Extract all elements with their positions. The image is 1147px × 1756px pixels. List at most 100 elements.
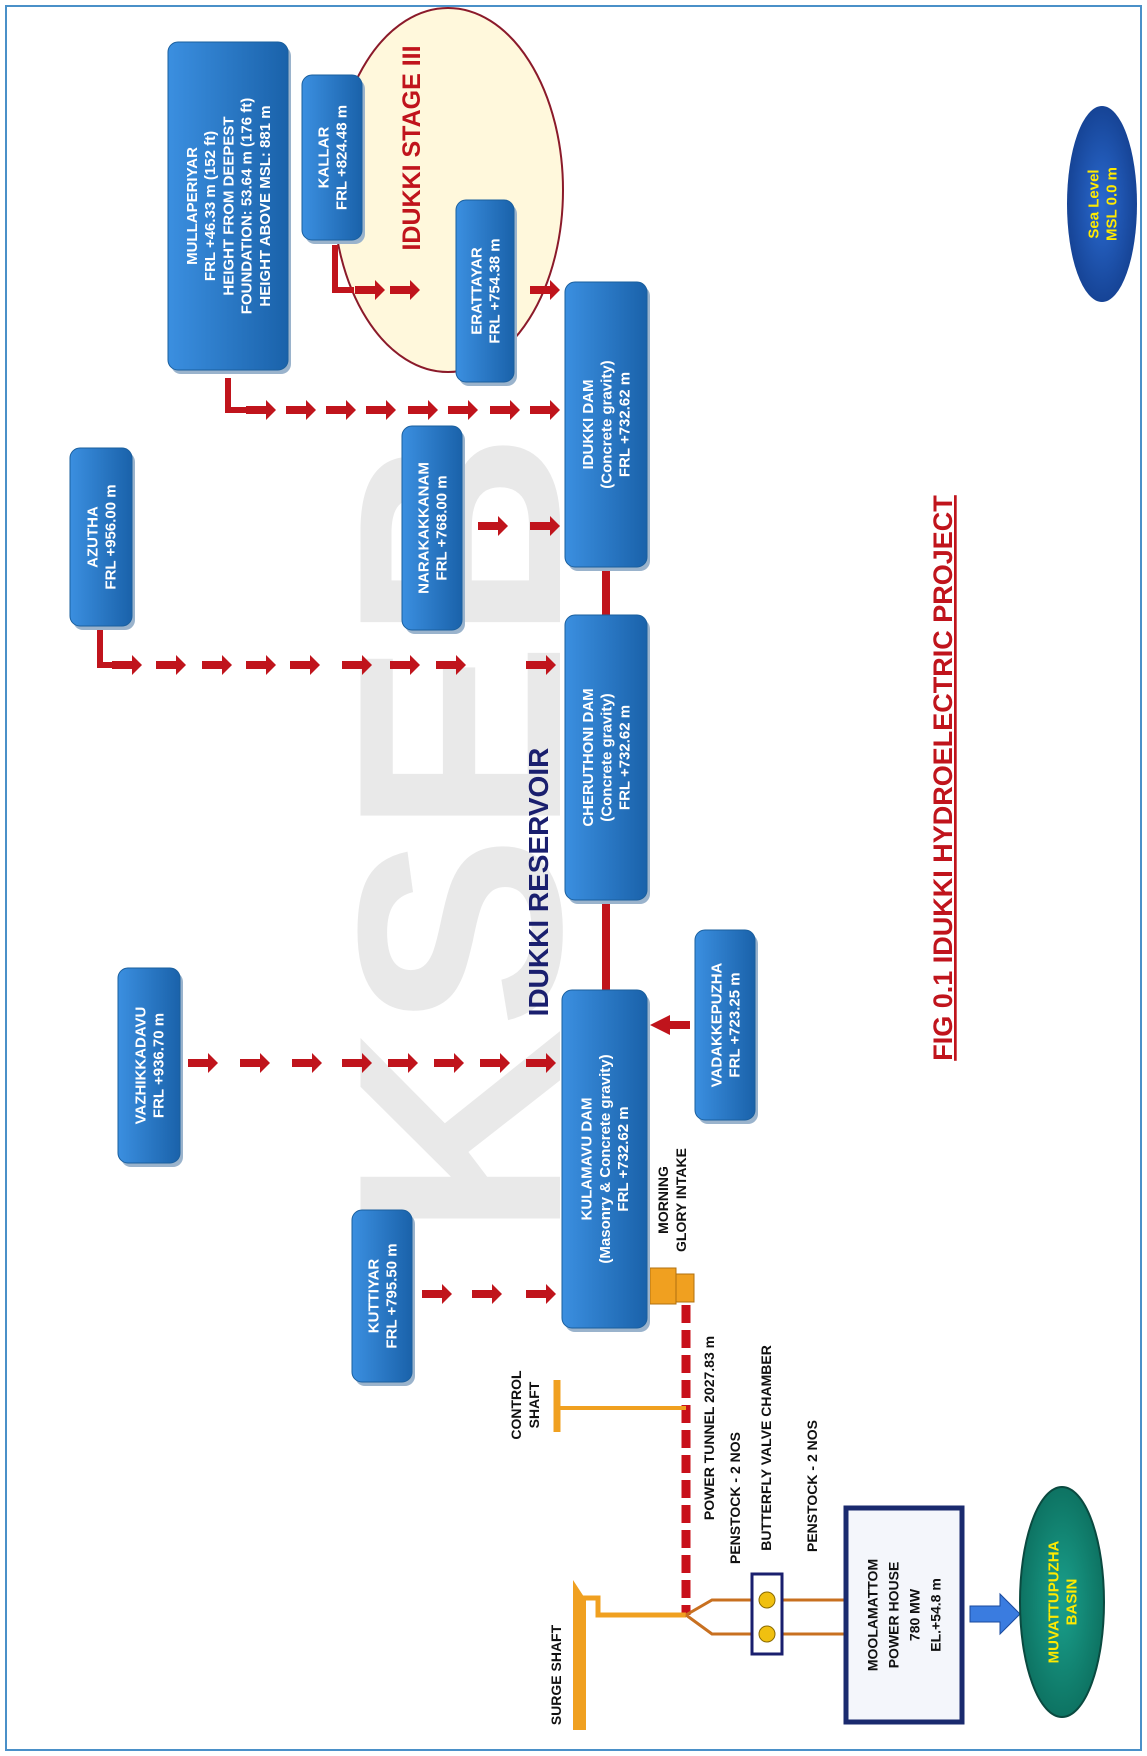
mullaperiyar-flow-arrow bbox=[286, 400, 316, 420]
narakakkanam-flow-arrow bbox=[530, 516, 560, 536]
azutha-flow-arrow bbox=[246, 655, 276, 675]
vazhikkadavu-flow-arrow bbox=[292, 1053, 322, 1073]
kulamavu_dam-label: KULAMAVU DAM(Masonry & Concrete gravity)… bbox=[579, 1054, 633, 1263]
kuttiyar-flow-arrow bbox=[472, 1284, 502, 1304]
power-tunnel-label: POWER TUNNEL 2027.83 m bbox=[701, 1336, 717, 1520]
penstock-2-label: PENSTOCK - 2 NOS bbox=[804, 1420, 820, 1552]
control-shaft-label-line: CONTROL bbox=[508, 1370, 524, 1440]
azutha-connector bbox=[97, 630, 103, 668]
mullaperiyar-label-line: HEIGHT ABOVE MSL: 881 m bbox=[257, 105, 274, 306]
vazhikkadavu-box bbox=[117, 967, 181, 1164]
vazhikkadavu-flow-arrow bbox=[188, 1053, 218, 1073]
azutha-flow-arrow bbox=[390, 655, 420, 675]
morning-glory-intake-neck bbox=[675, 1273, 695, 1303]
azutha-box bbox=[69, 447, 133, 627]
penstock-1-label-line: PENSTOCK - 2 NOS bbox=[727, 1432, 743, 1564]
sea-level-badge bbox=[1067, 106, 1137, 302]
scheme-structures bbox=[553, 1267, 1021, 1730]
penstock-1-label: PENSTOCK - 2 NOS bbox=[727, 1432, 743, 1564]
kallar-box bbox=[301, 74, 363, 241]
morning-glory-intake bbox=[649, 1267, 677, 1305]
power-house-label-line: 780 MW bbox=[907, 1588, 923, 1641]
vazhikkadavu-flow-arrow bbox=[480, 1053, 510, 1073]
idukki_dam-label-line: FRL +732.62 m bbox=[617, 372, 634, 477]
kuttiyar-flow-arrow bbox=[526, 1284, 556, 1304]
mullaperiyar-flow-arrow bbox=[490, 400, 520, 420]
surge-shaft-body bbox=[573, 1580, 586, 1730]
power-house-box bbox=[843, 1505, 965, 1725]
vazhikkadavu-label-line: VAZHIKKADAVU bbox=[132, 1007, 149, 1125]
kuttiyar-flow-arrow bbox=[422, 1284, 452, 1304]
vadakkepuzha-label-line: FRL +723.25 m bbox=[727, 972, 744, 1077]
vadakkepuzha-box bbox=[694, 929, 756, 1121]
mullaperiyar-label-line: FRL +46.33 m (152 ft) bbox=[202, 131, 219, 281]
butterfly-valve-label: BUTTERFLY VALVE CHAMBER bbox=[758, 1345, 774, 1551]
kulamavu_dam-label-line: (Masonry & Concrete gravity) bbox=[597, 1054, 614, 1263]
vazhikkadavu-flow-arrow bbox=[240, 1053, 270, 1073]
kulamavu_dam-box bbox=[561, 989, 648, 1329]
azutha-flow-arrow bbox=[342, 655, 372, 675]
stage3-region bbox=[332, 7, 564, 373]
azutha-flow-arrow bbox=[526, 655, 556, 675]
cheruthoni-kulamavu-link bbox=[602, 890, 610, 1006]
cheruthoni_dam-box bbox=[564, 614, 648, 901]
flow-connectors bbox=[97, 245, 690, 1304]
reservoir-label: IDUKKI RESERVOIR bbox=[523, 748, 554, 1017]
control-shaft-label-line: SHAFT bbox=[526, 1381, 542, 1428]
mullaperiyar-box bbox=[167, 41, 289, 371]
page-frame bbox=[5, 5, 1142, 1751]
kallar-label-line: FRL +824.48 m bbox=[334, 105, 351, 210]
mullaperiyar-flow-arrow bbox=[326, 400, 356, 420]
vazhikkadavu-flow-arrow bbox=[342, 1053, 372, 1073]
kulamavu_dam-label-line: KULAMAVU DAM bbox=[579, 1097, 596, 1220]
idukki_dam-label: IDUKKI DAM(Concrete gravity)FRL +732.62 … bbox=[580, 360, 634, 488]
morning-glory-label-line: GLORY INTAKE bbox=[673, 1148, 689, 1252]
mullaperiyar-flow-arrow bbox=[408, 400, 438, 420]
idukki-cheruthoni-link bbox=[602, 546, 610, 638]
mullaperiyar-label-line: FOUNDATION: 53.64 m (176 ft) bbox=[239, 98, 256, 314]
stage3-label: IDUKKI STAGE III bbox=[398, 45, 426, 250]
penstock-upper bbox=[685, 1598, 846, 1617]
vazhikkadavu-label-line: FRL +936.70 m bbox=[151, 1013, 168, 1118]
azutha-flow-arrow bbox=[202, 655, 232, 675]
mullaperiyar-connector bbox=[225, 378, 231, 413]
power-tunnel-label-line: POWER TUNNEL 2027.83 m bbox=[701, 1336, 717, 1520]
kuttiyar-label-line: KUTTIYAR bbox=[365, 1259, 382, 1334]
cheruthoni_dam-label-line: FRL +732.62 m bbox=[617, 705, 634, 810]
narakakkanam-box bbox=[401, 425, 463, 631]
power-house-label-line: MOOLAMATTOM bbox=[865, 1559, 881, 1671]
sea-level-label-line: Sea Level bbox=[1085, 169, 1102, 238]
kallar-connector bbox=[332, 245, 338, 293]
mullaperiyar-connector bbox=[225, 407, 247, 413]
kuttiyar-label-line: FRL +795.50 m bbox=[384, 1243, 401, 1348]
azutha-flow-arrow bbox=[156, 655, 186, 675]
mullaperiyar-flow-arrow bbox=[448, 400, 478, 420]
mullaperiyar-flow-arrow bbox=[530, 400, 560, 420]
surge-shaft-line bbox=[580, 1595, 686, 1618]
mullaperiyar-label-line: HEIGHT FROM DEEPEST bbox=[220, 116, 237, 295]
erattayar-label-line: ERATTAYAR bbox=[468, 247, 485, 335]
azutha-flow-arrow bbox=[112, 655, 142, 675]
mullaperiyar-flow-arrow bbox=[366, 400, 396, 420]
penstock-2-label-line: PENSTOCK - 2 NOS bbox=[804, 1420, 820, 1552]
outflow-arrow bbox=[969, 1592, 1021, 1636]
erattayar-flow-arrow bbox=[530, 280, 560, 300]
cheruthoni_dam-label: CHERUTHONI DAM(Concrete gravity)FRL +732… bbox=[580, 688, 634, 826]
kallar-label-line: KALLAR bbox=[315, 127, 332, 189]
figure-title: FIG 0.1 IDUKKI HYDROELECTRIC PROJECT bbox=[928, 495, 958, 1061]
vadakkepuzha-label-line: VADAKKEPUZHA bbox=[708, 962, 725, 1087]
morning-glory-label-line: MORNING bbox=[655, 1166, 671, 1234]
basin-label-line: MUVATTUPUZHA bbox=[1045, 1540, 1062, 1663]
erattayar-label-line: FRL +754.38 m bbox=[487, 238, 504, 343]
mullaperiyar-label-line: MULLAPERIYAR bbox=[184, 147, 201, 265]
vazhikkadavu-flow-arrow bbox=[388, 1053, 418, 1073]
kallar-connector bbox=[332, 287, 354, 293]
